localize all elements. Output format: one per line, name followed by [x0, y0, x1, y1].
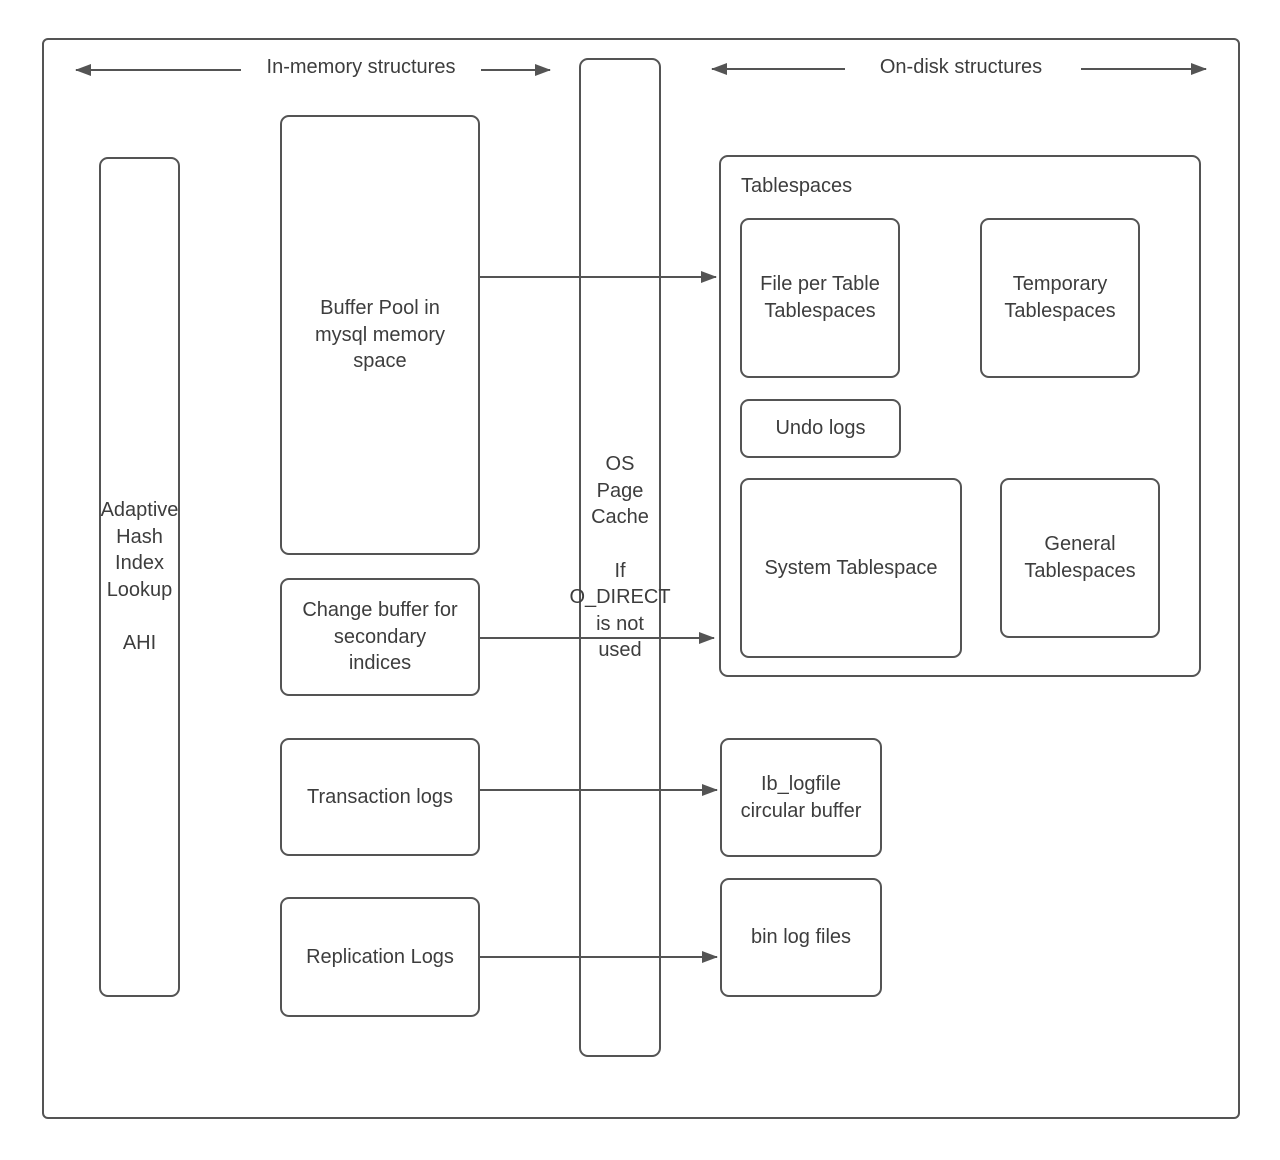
buffer-pool-box: Buffer Pool in mysql memory space	[280, 115, 480, 555]
in-memory-structures-label: In-memory structures	[266, 56, 456, 78]
adaptive-hash-index-box: Adaptive Hash Index Lookup AHI	[99, 157, 180, 997]
undo-logs-box: Undo logs	[740, 399, 901, 458]
undo-logs-label: Undo logs	[775, 417, 866, 440]
adaptive-hash-index-label: Adaptive Hash Index Lookup AHI	[100, 499, 179, 655]
os-page-cache-box: OS Page Cache If O_DIRECT is not used	[569, 58, 671, 1057]
system-tablespace-label: System Tablespace	[764, 556, 938, 579]
change-buffer-box: Change buffer for secondary indices	[280, 578, 480, 696]
change-buffer-label: Change buffer for secondary indices	[302, 599, 458, 675]
system-tablespace-box: System Tablespace	[740, 478, 962, 658]
replication-logs-label: Replication Logs	[306, 945, 454, 968]
ib-logfile-box: Ib_logfile circular buffer	[720, 738, 882, 857]
transaction-logs-box: Transaction logs	[280, 738, 480, 856]
transaction-logs-label: Transaction logs	[307, 785, 453, 808]
on-disk-structures-label: On-disk structures	[879, 56, 1043, 78]
tablespaces-group-title: Tablespaces	[741, 175, 853, 197]
bin-log-files-box: bin log files	[720, 878, 882, 997]
general-tablespaces-box: General Tablespaces	[1000, 478, 1160, 638]
file-per-table-tablespaces-label: File per Table Tablespaces	[760, 273, 880, 322]
temporary-tablespaces-box: Temporary Tablespaces	[980, 218, 1140, 378]
bin-log-files-label: bin log files	[750, 926, 852, 949]
file-per-table-tablespaces-box: File per Table Tablespaces	[740, 218, 900, 378]
replication-logs-box: Replication Logs	[280, 897, 480, 1017]
temporary-tablespaces-label: Temporary Tablespaces	[1004, 273, 1116, 322]
ib-logfile-label: Ib_logfile circular buffer	[740, 772, 862, 822]
general-tablespaces-label: General Tablespaces	[1024, 533, 1136, 582]
os-page-cache-label: OS Page Cache If O_DIRECT is not used	[569, 453, 671, 662]
buffer-pool-label: Buffer Pool in mysql memory space	[314, 297, 445, 373]
